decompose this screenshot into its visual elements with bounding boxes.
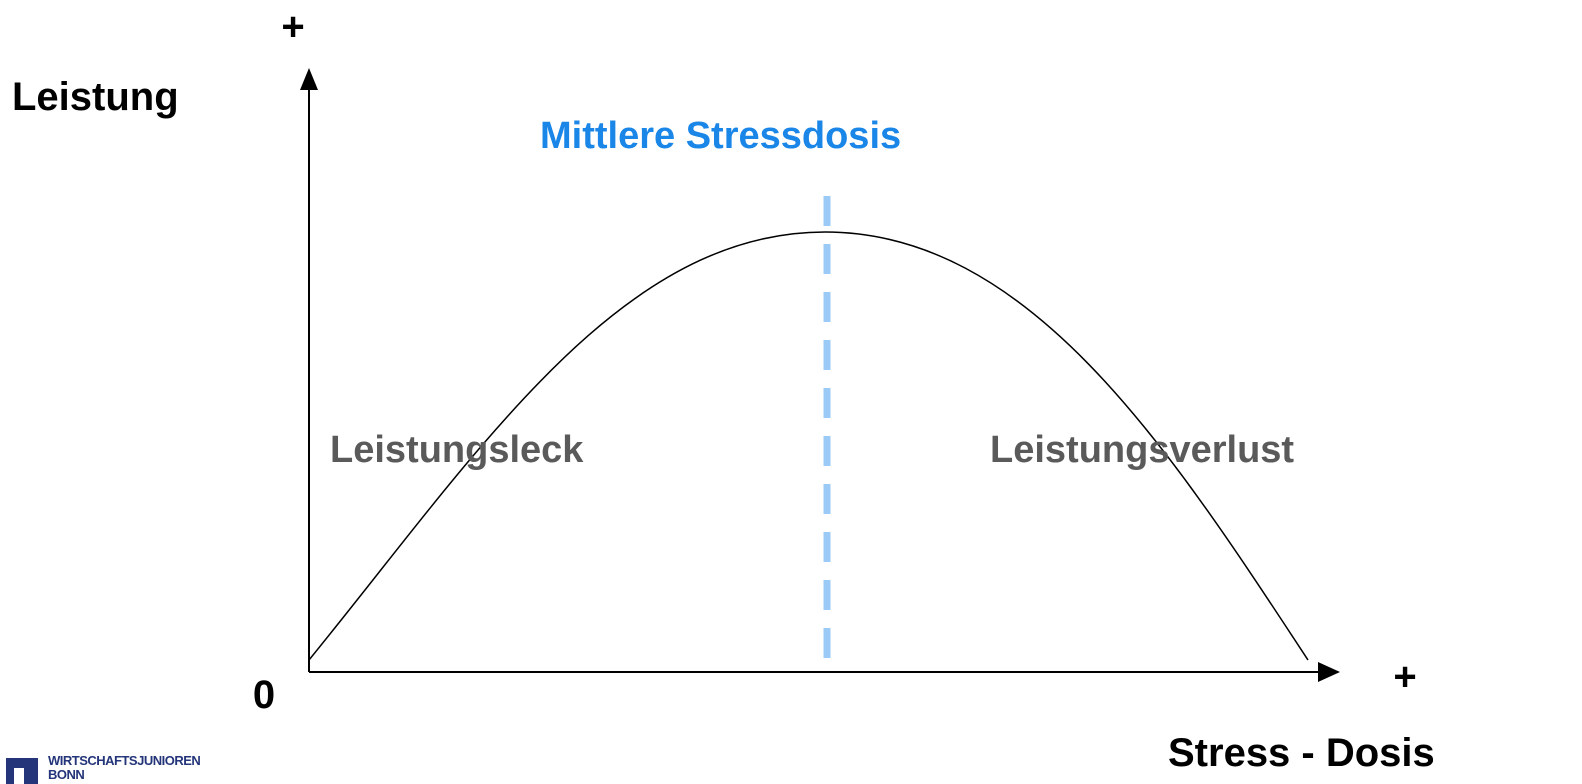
- performance-curve: [308, 231, 1309, 661]
- y-axis-label: Leistung: [12, 75, 179, 119]
- y-axis-arrowhead: [300, 68, 318, 90]
- region-label-right: Leistungsverlust: [990, 429, 1294, 471]
- region-label-left: Leistungsleck: [330, 429, 584, 471]
- origin-label: 0: [253, 673, 275, 717]
- x-axis-arrowhead: [1318, 662, 1340, 682]
- logo-text: WIRTSCHAFTSJUNIOREN BONN: [48, 754, 201, 782]
- wirtschaftsjunioren-logo: WIRTSCHAFTSJUNIOREN BONN: [6, 754, 266, 784]
- logo-mark-icon: [6, 758, 38, 784]
- x-axis-label: Stress - Dosis: [1168, 731, 1435, 775]
- x-axis-plus-sign: +: [1393, 655, 1416, 699]
- logo-line-2: BONN: [48, 767, 85, 782]
- peak-label: Mittlere Stressdosis: [540, 115, 901, 157]
- y-axis-plus-sign: +: [281, 5, 304, 49]
- logo-line-1: WIRTSCHAFTSJUNIOREN: [48, 754, 201, 768]
